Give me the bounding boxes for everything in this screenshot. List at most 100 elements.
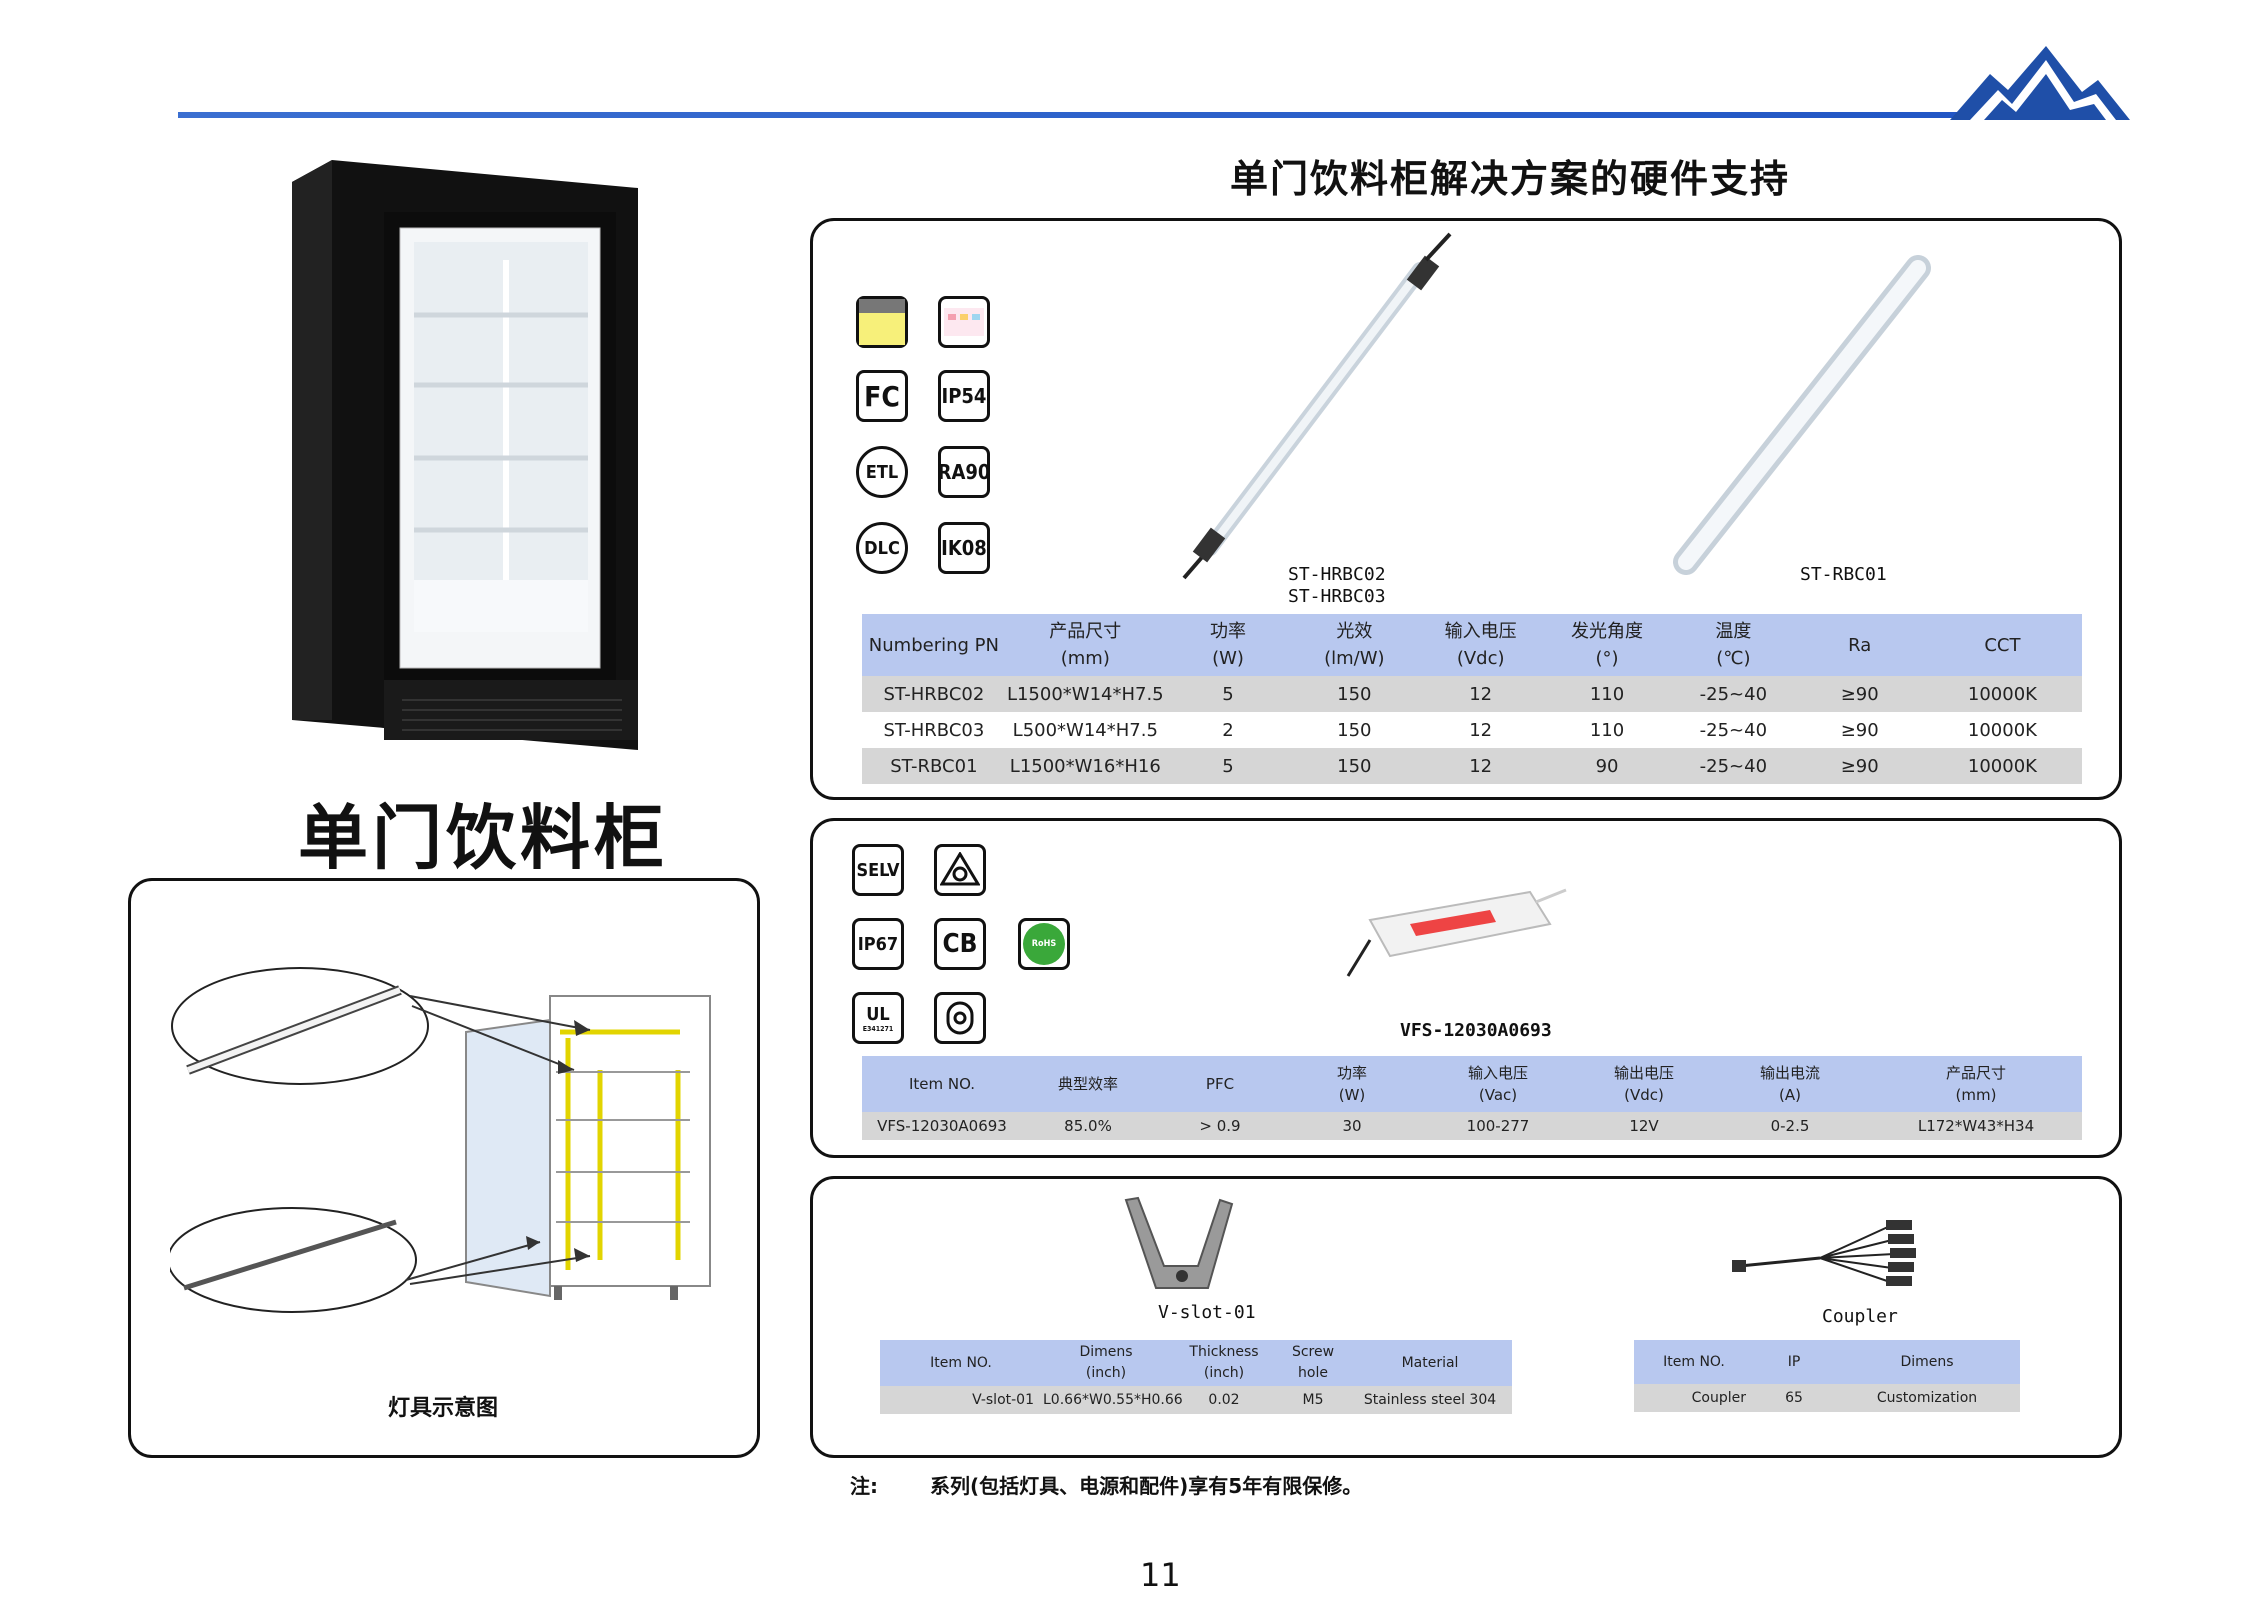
coupler-cable-image	[1732, 1220, 1916, 1286]
cell: ≥90	[1840, 719, 1879, 741]
col-header: 输出电压(Vdc)	[1578, 1056, 1710, 1112]
beam-pattern-icon	[856, 296, 908, 348]
product-label-st-hrbc02: ST-HRBC02	[1288, 564, 1386, 585]
cell: > 0.9	[1154, 1112, 1286, 1140]
col-header: IP	[1754, 1340, 1834, 1384]
fridge-title: 单门饮料柜	[298, 797, 668, 879]
cell: Stainless steel 304	[1348, 1386, 1512, 1414]
selv-cert-icon: SELV	[852, 844, 904, 896]
cell: 10000K	[1967, 719, 2037, 741]
light-spec-table: Numbering PN 产品尺寸(mm) 功率(W) 光效(lm/W) 输入电…	[862, 614, 2082, 784]
cell: 10000K	[1922, 676, 2082, 712]
cell: M5	[1278, 1386, 1348, 1414]
col-header: Dimens(inch)	[1042, 1340, 1170, 1386]
col-header: Ra	[1796, 614, 1923, 676]
col-header: Item NO.	[862, 1056, 1022, 1112]
cell: 150	[1337, 719, 1372, 741]
col-header: 功率(W)	[1164, 614, 1292, 676]
col-header: 输入电压(Vdc)	[1417, 614, 1544, 676]
product-label-coupler: Coupler	[1822, 1306, 1898, 1327]
v-slot-table-header: Item NO. Dimens(inch) Thickness(inch) Sc…	[880, 1340, 1512, 1386]
coupler-table-header: Item NO. IP Dimens	[1634, 1340, 2020, 1384]
cell: 100-277	[1418, 1112, 1578, 1140]
cell: 150	[1291, 748, 1418, 784]
ik08-cert-icon: IK08	[938, 522, 990, 574]
mountain-logo-icon	[1950, 46, 2130, 120]
ul-cert-number: E341271	[862, 1024, 894, 1033]
cell: -25~40	[1670, 676, 1797, 712]
cell: V-slot-01	[880, 1386, 1042, 1414]
page-title: 单门饮料柜解决方案的硬件支持	[1230, 157, 1791, 201]
warranty-note: 系列(包括灯具、电源和配件)享有5年有限保修。	[930, 1474, 1363, 1498]
beverage-fridge-image	[292, 160, 638, 750]
cell: 110	[1589, 719, 1625, 741]
rohs-cert-icon: RoHS	[1018, 918, 1070, 970]
cell: L172*W43*H34	[1870, 1112, 2082, 1140]
cell: VFS-12030A0693	[862, 1112, 1022, 1140]
v-slot-spec-table: Item NO. Dimens(inch) Thickness(inch) Sc…	[880, 1340, 1512, 1414]
cell: 12	[1417, 676, 1544, 712]
cell: ST-RBC01	[862, 748, 1006, 784]
cell: 10000K	[1922, 748, 2082, 784]
diagram-caption: 灯具示意图	[388, 1396, 499, 1421]
cell: -25~40	[1699, 719, 1768, 741]
col-header: Numbering PN	[862, 614, 1006, 676]
ra90-cert-icon: RA90	[938, 446, 990, 498]
product-label-v-slot: V-slot-01	[1158, 1302, 1256, 1323]
cell: ST-HRBC02	[862, 676, 1006, 712]
cell: Customization	[1834, 1384, 2020, 1412]
product-label-st-hrbc03: ST-HRBC03	[1288, 586, 1386, 607]
col-header: 输入电压(Vac)	[1418, 1056, 1578, 1112]
driver-table-header: Item NO. 典型效率 PFC 功率(W) 输入电压(Vac) 输出电压(V…	[862, 1056, 2082, 1112]
col-header: 产品尺寸(mm)	[1870, 1056, 2082, 1112]
light-table-header: Numbering PN 产品尺寸(mm) 功率(W) 光效(lm/W) 输入电…	[862, 614, 2082, 676]
cell: 150	[1291, 676, 1418, 712]
cell: 12	[1417, 748, 1544, 784]
cell: 12V	[1578, 1112, 1710, 1140]
cell: L1500*W16*H16	[1005, 748, 1165, 784]
col-header: 功率(W)	[1286, 1056, 1418, 1112]
page-number: 11	[1140, 1556, 1181, 1594]
cell: Coupler	[1634, 1384, 1754, 1412]
driver-spec-table: Item NO. 典型效率 PFC 功率(W) 输入电压(Vac) 输出电压(V…	[862, 1056, 2082, 1140]
col-header: Material	[1348, 1340, 1512, 1386]
cell: 0.02	[1170, 1386, 1278, 1414]
cell: 0-2.5	[1710, 1112, 1870, 1140]
lamp-installation-diagram	[170, 967, 711, 1313]
cell: ≥90	[1796, 748, 1923, 784]
cb-cert-icon: CB	[934, 918, 986, 970]
cell: ST-HRBC03	[883, 719, 985, 741]
col-header: 产品尺寸(mm)	[1005, 614, 1165, 676]
led-driver-image	[1346, 888, 1567, 977]
rbc01-tube-light-image	[1673, 255, 1931, 575]
col-header: Dimens	[1834, 1340, 2020, 1384]
cell: 90	[1543, 748, 1671, 784]
product-label-vfs: VFS-12030A0693	[1400, 1020, 1552, 1041]
cell: 110	[1543, 676, 1671, 712]
dlc-cert-icon: DLC	[856, 522, 908, 574]
cell: L1500*W14*H7.5	[1005, 676, 1165, 712]
color-spectrum-icon	[938, 296, 990, 348]
col-header: 典型效率	[1022, 1056, 1154, 1112]
note-label: 注:	[850, 1474, 878, 1498]
cell: 5	[1164, 676, 1292, 712]
ip54-cert-icon: IP54	[938, 370, 990, 422]
cell: 65	[1754, 1384, 1834, 1412]
v-slot-bracket-image	[1124, 1196, 1234, 1289]
col-header: 输出电流(A)	[1710, 1056, 1870, 1112]
col-header: 温度(℃)	[1670, 614, 1797, 676]
product-label-st-rbc01: ST-RBC01	[1800, 564, 1887, 585]
rcm-cert-icon	[934, 844, 986, 896]
cell: L0.66*W0.55*H0.66	[1042, 1386, 1183, 1414]
cell: ≥90	[1796, 676, 1923, 712]
col-header: CCT	[1922, 614, 2082, 676]
cell: 12	[1469, 719, 1493, 741]
col-header: Item NO.	[1634, 1340, 1754, 1384]
rohs-cert-label: RoHS	[1023, 923, 1065, 965]
